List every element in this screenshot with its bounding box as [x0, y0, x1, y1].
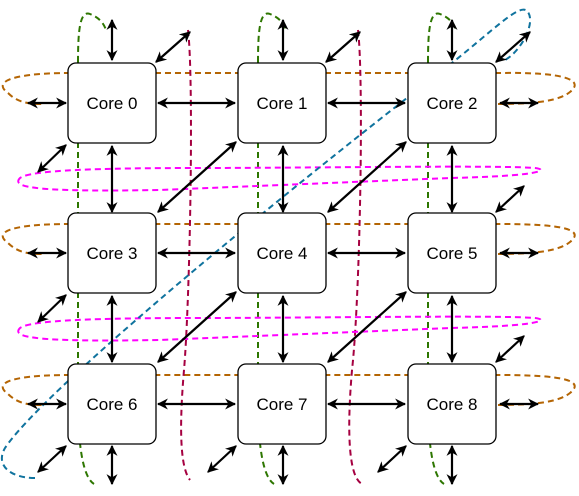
- mesh-links: [26, 18, 540, 486]
- core-label: Core 0: [86, 94, 137, 113]
- long-diagonal-wrap-link: [0, 8, 531, 479]
- stub-core0-topright: [155, 31, 191, 63]
- core-label: Core 4: [256, 244, 307, 263]
- core-node-8: Core 8: [407, 363, 497, 445]
- stub-core1-topright: [325, 31, 361, 63]
- stub-core2-topright: [495, 31, 531, 63]
- core-node-2: Core 2: [407, 62, 497, 144]
- stub-core6-bottomleft: [37, 445, 67, 473]
- core-node-0: Core 0: [67, 62, 157, 144]
- core-label: Core 5: [426, 244, 477, 263]
- stub-core8-bottomleft: [377, 445, 407, 473]
- core-node-3: Core 3: [67, 212, 157, 294]
- stub-core3-bottomleft: [37, 294, 67, 323]
- link-core5-core7: [327, 291, 407, 363]
- link-core1-core3: [157, 141, 237, 213]
- core-node-7: Core 7: [237, 363, 327, 445]
- core-label: Core 1: [256, 94, 307, 113]
- cores: Core 0 Core 1 Core 2 Core 3 Core 4 Core …: [67, 62, 497, 445]
- diag-wrap-link-0: [180, 29, 192, 481]
- link-core4-core6: [157, 291, 237, 363]
- core-label: Core 6: [86, 395, 137, 414]
- diag-wrap-link-1: [348, 29, 363, 485]
- stub-core7-bottomleft: [207, 445, 237, 473]
- core-label: Core 7: [256, 395, 307, 414]
- core-label: Core 8: [426, 395, 477, 414]
- stub-core0-bottomleft: [37, 144, 67, 173]
- stub-core5-topright: [495, 185, 525, 213]
- core-label: Core 2: [426, 94, 477, 113]
- link-core2-core4: [327, 141, 407, 213]
- core-node-4: Core 4: [237, 212, 327, 294]
- core-label: Core 3: [86, 244, 137, 263]
- core-node-1: Core 1: [237, 62, 327, 144]
- core-node-6: Core 6: [67, 363, 157, 445]
- stub-core8-topright: [495, 335, 525, 363]
- core-node-5: Core 5: [407, 212, 497, 294]
- row-offset-wrap-link-0: [17, 165, 542, 192]
- row-offset-wrap-link-1: [17, 315, 542, 342]
